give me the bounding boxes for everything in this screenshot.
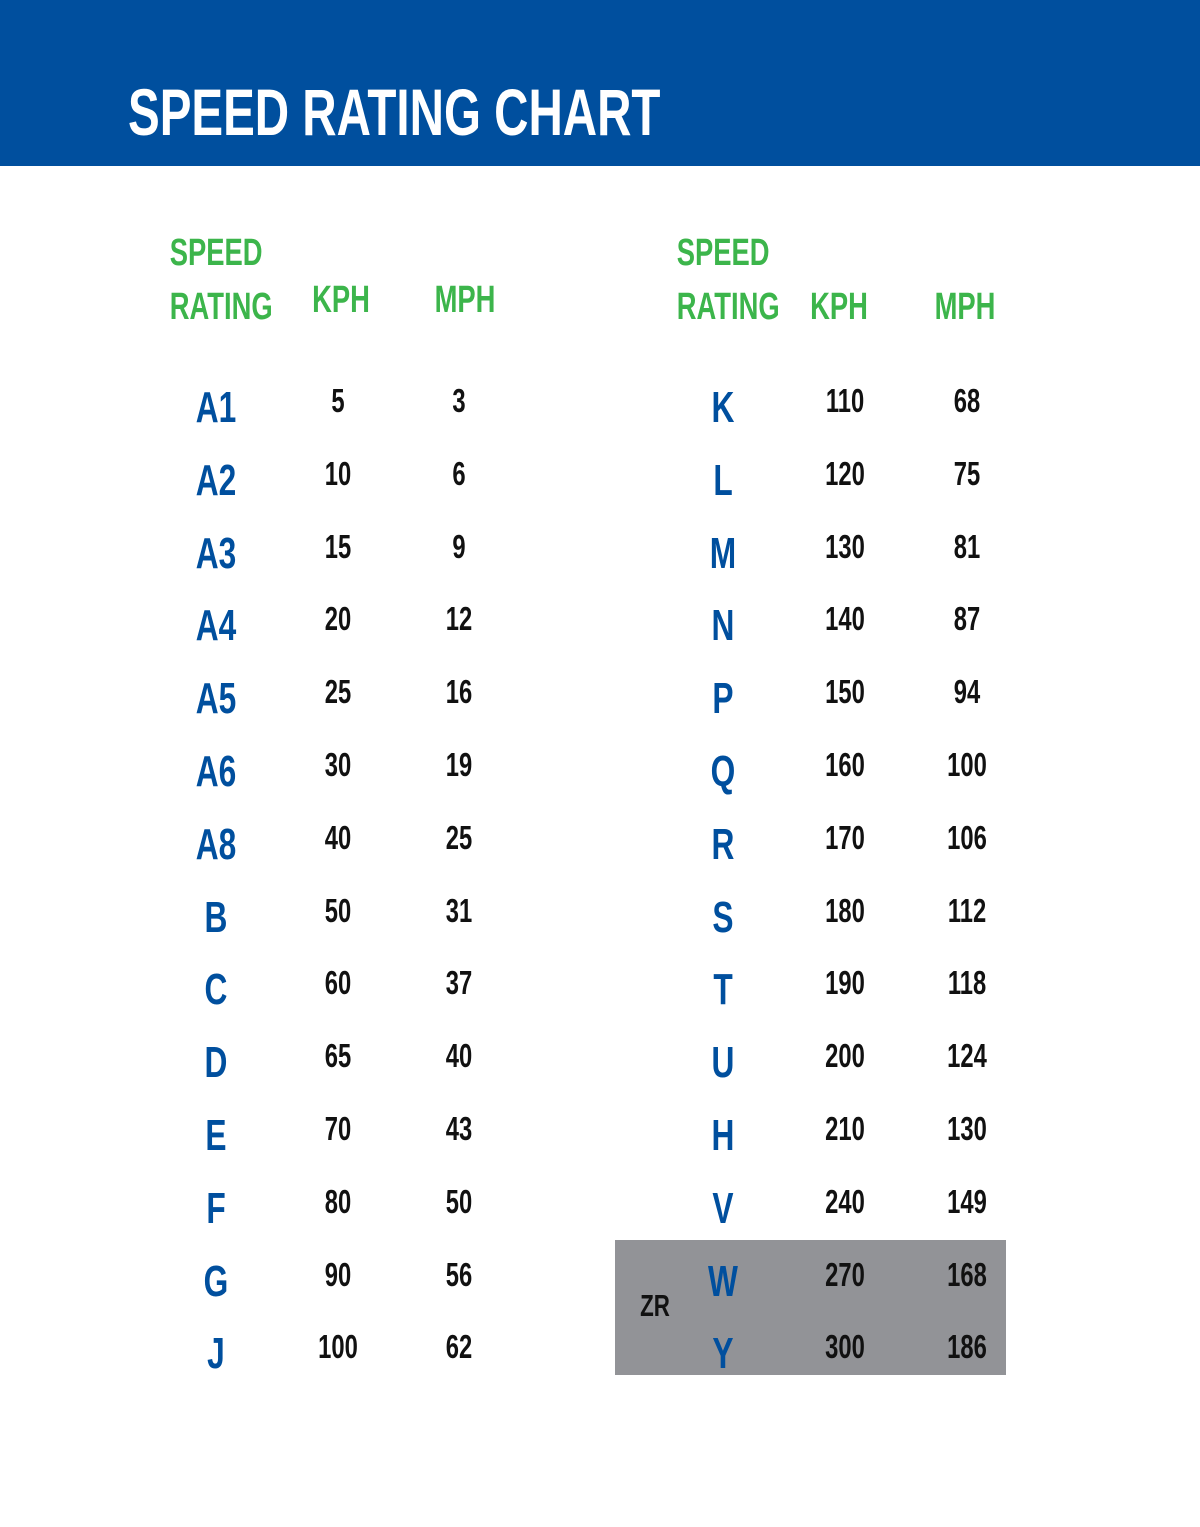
kph-value: 190 bbox=[825, 964, 865, 1002]
speed-rating-code: L bbox=[713, 455, 733, 505]
kph-value: 65 bbox=[324, 1037, 352, 1075]
kph-value: 270 bbox=[825, 1255, 865, 1293]
kph-value: 30 bbox=[324, 746, 352, 783]
speed-rating-code: Q bbox=[710, 747, 736, 796]
mph-value: 62 bbox=[445, 1328, 473, 1366]
mph-value: 56 bbox=[445, 1255, 473, 1293]
zr-highlight bbox=[615, 1240, 1006, 1375]
kph-value: 160 bbox=[825, 746, 865, 783]
speed-rating-code: A5 bbox=[195, 674, 237, 724]
mph-value: 50 bbox=[445, 1182, 473, 1220]
kph-value: 140 bbox=[825, 600, 865, 638]
mph-value: 40 bbox=[445, 1037, 473, 1075]
mph-value: 19 bbox=[445, 746, 473, 783]
mph-value: 186 bbox=[947, 1328, 987, 1366]
kph-value: 20 bbox=[324, 600, 352, 638]
speed-rating-code: K bbox=[711, 383, 735, 432]
page-title: SPEED RATING CHART bbox=[128, 75, 661, 149]
speed-rating-code: U bbox=[711, 1038, 735, 1088]
right-header-kph: KPH bbox=[810, 286, 868, 328]
zr-label: ZR bbox=[640, 1288, 670, 1323]
mph-value: 75 bbox=[953, 454, 981, 492]
title-banner bbox=[0, 0, 1200, 166]
speed-rating-code: G bbox=[203, 1256, 229, 1306]
kph-value: 180 bbox=[825, 891, 865, 929]
mph-value: 68 bbox=[953, 382, 981, 419]
mph-value: 168 bbox=[947, 1255, 987, 1293]
left-header-speed-line1: SPEED bbox=[169, 232, 263, 274]
mph-value: 3 bbox=[452, 382, 466, 419]
speed-rating-code: E bbox=[205, 1111, 227, 1160]
kph-value: 100 bbox=[318, 1328, 358, 1366]
kph-value: 200 bbox=[825, 1037, 865, 1075]
kph-value: 80 bbox=[324, 1182, 352, 1220]
mph-value: 37 bbox=[445, 964, 473, 1002]
mph-value: 43 bbox=[445, 1110, 473, 1147]
kph-value: 15 bbox=[324, 527, 352, 565]
kph-value: 120 bbox=[825, 454, 865, 492]
kph-value: 40 bbox=[324, 818, 352, 856]
speed-rating-code: A8 bbox=[195, 819, 237, 869]
kph-value: 25 bbox=[324, 673, 352, 711]
right-header-speed-line1: SPEED bbox=[676, 232, 770, 274]
speed-rating-code: A3 bbox=[195, 528, 237, 578]
left-header-speed-line2: RATING bbox=[169, 286, 273, 328]
speed-rating-code: A6 bbox=[195, 747, 237, 796]
speed-rating-code: V bbox=[712, 1183, 734, 1233]
mph-value: 112 bbox=[947, 891, 987, 929]
speed-rating-code: M bbox=[709, 528, 737, 578]
mph-value: 16 bbox=[445, 673, 473, 711]
mph-value: 100 bbox=[947, 746, 987, 783]
mph-value: 118 bbox=[947, 964, 987, 1002]
mph-value: 124 bbox=[947, 1037, 987, 1075]
mph-value: 81 bbox=[953, 527, 981, 565]
kph-value: 50 bbox=[324, 891, 352, 929]
speed-rating-code: D bbox=[204, 1038, 228, 1088]
kph-value: 5 bbox=[331, 382, 345, 419]
speed-rating-code: C bbox=[204, 965, 228, 1015]
speed-rating-code: H bbox=[711, 1111, 735, 1160]
mph-value: 9 bbox=[452, 527, 466, 565]
kph-value: 60 bbox=[324, 964, 352, 1002]
mph-value: 6 bbox=[452, 454, 466, 492]
mph-value: 31 bbox=[445, 891, 473, 929]
mph-value: 25 bbox=[445, 818, 473, 856]
mph-value: 130 bbox=[947, 1110, 987, 1147]
mph-value: 87 bbox=[953, 600, 981, 638]
speed-rating-code: A1 bbox=[195, 383, 237, 432]
left-header-kph: KPH bbox=[312, 279, 370, 321]
speed-rating-code: P bbox=[712, 674, 734, 724]
speed-rating-code: T bbox=[713, 965, 733, 1015]
mph-value: 12 bbox=[445, 600, 473, 638]
kph-value: 150 bbox=[825, 673, 865, 711]
kph-value: 210 bbox=[825, 1110, 865, 1147]
kph-value: 90 bbox=[324, 1255, 352, 1293]
kph-value: 240 bbox=[825, 1182, 865, 1220]
kph-value: 170 bbox=[825, 818, 865, 856]
mph-value: 149 bbox=[947, 1182, 987, 1220]
kph-value: 130 bbox=[825, 527, 865, 565]
speed-rating-code: A4 bbox=[195, 601, 237, 651]
kph-value: 10 bbox=[324, 454, 352, 492]
speed-rating-code: F bbox=[206, 1183, 226, 1233]
right-header-speed-line2: RATING bbox=[676, 286, 780, 328]
speed-rating-code: S bbox=[712, 892, 734, 942]
speed-rating-code: J bbox=[207, 1329, 225, 1379]
left-header-mph: MPH bbox=[434, 279, 496, 321]
speed-rating-code: A2 bbox=[195, 455, 237, 505]
speed-rating-code: Y bbox=[712, 1329, 734, 1379]
kph-value: 300 bbox=[825, 1328, 865, 1366]
mph-value: 94 bbox=[953, 673, 981, 711]
speed-rating-code: W bbox=[708, 1256, 738, 1306]
mph-value: 106 bbox=[947, 818, 987, 856]
kph-value: 110 bbox=[825, 382, 865, 419]
speed-rating-code: N bbox=[711, 601, 735, 651]
speed-rating-code: B bbox=[204, 892, 228, 942]
kph-value: 70 bbox=[324, 1110, 352, 1147]
right-header-mph: MPH bbox=[934, 286, 996, 328]
speed-rating-code: R bbox=[711, 819, 735, 869]
